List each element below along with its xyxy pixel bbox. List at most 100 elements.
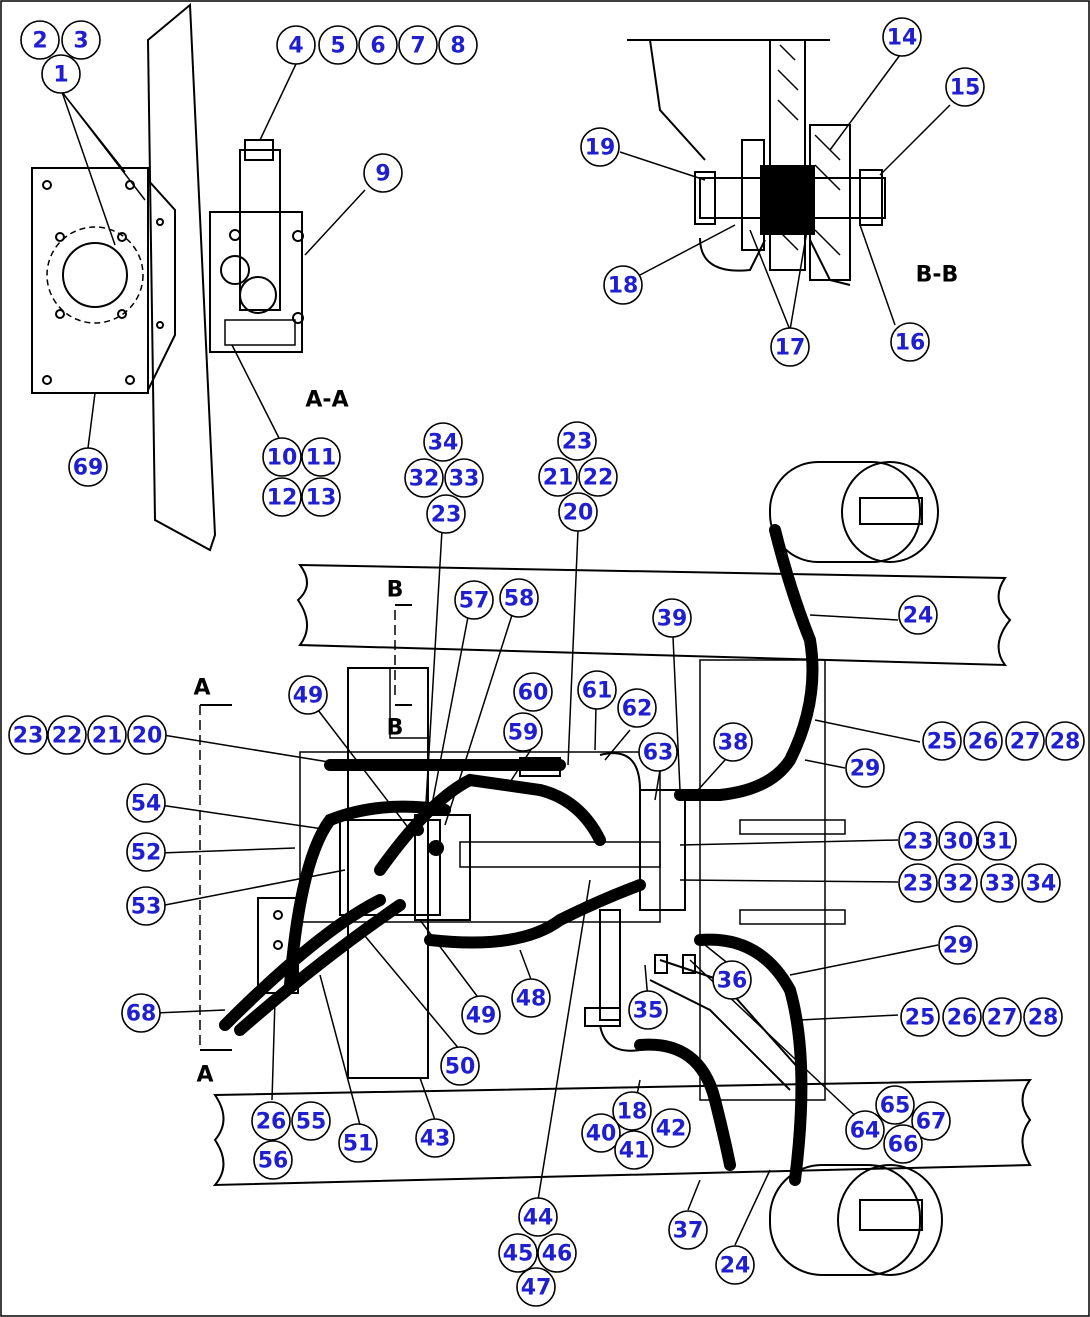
callout-62: 62 <box>617 688 657 728</box>
callout-circle <box>652 598 692 638</box>
callout-number: 1 <box>53 63 68 88</box>
callout-number: 19 <box>585 136 616 161</box>
section-marker-a-top: A <box>193 676 210 701</box>
callout-number: 16 <box>895 331 926 356</box>
callout-57: 57 <box>454 580 494 620</box>
callout-circle <box>291 1101 331 1141</box>
callout-number: 48 <box>516 987 547 1012</box>
callout-circle <box>87 715 127 755</box>
callout-15: 15 <box>945 67 985 107</box>
callout-number: 2 <box>32 29 47 54</box>
callout-number: 47 <box>521 1276 552 1301</box>
callout-number: 60 <box>518 681 549 706</box>
callout-69: 69 <box>68 447 108 487</box>
callout-circle <box>415 1118 455 1158</box>
callout-7: 7 <box>398 25 438 65</box>
callout-56: 56 <box>253 1140 293 1180</box>
callout-52: 52 <box>126 832 166 872</box>
callout-circle <box>612 1091 652 1131</box>
callout-24: 24 <box>715 1245 755 1285</box>
callout-65: 65 <box>875 1085 915 1125</box>
callout-number: 34 <box>1026 872 1057 897</box>
callout-28: 28 <box>1045 721 1085 761</box>
section-label-a-a: A-A <box>305 388 348 413</box>
callout-18: 18 <box>612 1091 652 1131</box>
callout-27: 27 <box>1005 721 1045 761</box>
callout-circle <box>1021 863 1061 903</box>
callout-34: 34 <box>1021 863 1061 903</box>
callout-circle <box>440 1046 480 1086</box>
callout-circle <box>126 783 166 823</box>
callout-number: 63 <box>643 741 674 766</box>
callout-circle <box>911 1101 951 1141</box>
callout-circle <box>581 1113 621 1153</box>
callout-number: 33 <box>449 467 480 492</box>
callout-46: 46 <box>537 1233 577 1273</box>
callout-circle <box>922 721 962 761</box>
callout-25: 25 <box>900 997 940 1037</box>
callout-number: 22 <box>52 724 83 749</box>
callout-circle <box>770 327 810 367</box>
callout-number: 36 <box>717 969 748 994</box>
callout-29: 29 <box>938 925 978 965</box>
callout-number: 42 <box>656 1117 687 1142</box>
callout-number: 28 <box>1050 730 1081 755</box>
callout-number: 31 <box>982 830 1013 855</box>
callout-number: 52 <box>131 841 162 866</box>
callout-circle <box>845 748 885 788</box>
callout-circle <box>444 458 484 498</box>
callout-number: 21 <box>543 466 574 491</box>
callout-5: 5 <box>318 25 358 65</box>
callout-26: 26 <box>942 997 982 1037</box>
callout-number: 34 <box>428 431 459 456</box>
callout-circle <box>977 821 1017 861</box>
callout-number: 32 <box>409 467 440 492</box>
callout-68: 68 <box>121 993 161 1033</box>
callout-number: 17 <box>775 336 806 361</box>
callout-number: 58 <box>504 587 535 612</box>
callout-number: 13 <box>306 486 337 511</box>
callout-23: 23 <box>426 494 466 534</box>
callout-28: 28 <box>1023 997 1063 1037</box>
callout-number: 28 <box>1028 1006 1059 1031</box>
callout-49: 49 <box>288 675 328 715</box>
callout-circle <box>121 993 161 1033</box>
callout-circle <box>577 670 617 710</box>
callout-circle <box>900 997 940 1037</box>
callout-number: 41 <box>619 1139 650 1164</box>
callout-circle <box>498 1233 538 1273</box>
callout-circle <box>47 715 87 755</box>
callout-number: 39 <box>657 607 688 632</box>
callout-number: 23 <box>13 724 44 749</box>
callout-number: 23 <box>431 503 462 528</box>
callout-number: 26 <box>947 1006 978 1031</box>
callout-circle <box>404 458 444 498</box>
callout-number: 20 <box>132 724 163 749</box>
callout-8: 8 <box>438 25 478 65</box>
section-marker-b-top: B <box>387 578 404 603</box>
callout-59: 59 <box>503 712 543 752</box>
callout-number: 49 <box>293 684 324 709</box>
callout-circle <box>288 675 328 715</box>
callout-32: 32 <box>938 863 978 903</box>
callout-number: 67 <box>916 1110 947 1135</box>
callout-number: 55 <box>296 1110 327 1135</box>
callout-circle <box>426 494 466 534</box>
callout-circle <box>982 997 1022 1037</box>
callout-51: 51 <box>338 1123 378 1163</box>
callout-number: 9 <box>375 162 390 187</box>
callout-circle <box>617 688 657 728</box>
callout-number: 46 <box>542 1242 573 1267</box>
callout-4: 4 <box>276 25 316 65</box>
callout-30: 30 <box>938 821 978 861</box>
callout-circle <box>516 1267 556 1307</box>
callout-45: 45 <box>498 1233 538 1273</box>
callout-circle <box>942 997 982 1037</box>
callout-circle <box>715 1245 755 1285</box>
callout-60: 60 <box>513 672 553 712</box>
callout-number: 5 <box>330 34 345 59</box>
callout-36: 36 <box>712 960 752 1000</box>
callout-16: 16 <box>890 322 930 362</box>
